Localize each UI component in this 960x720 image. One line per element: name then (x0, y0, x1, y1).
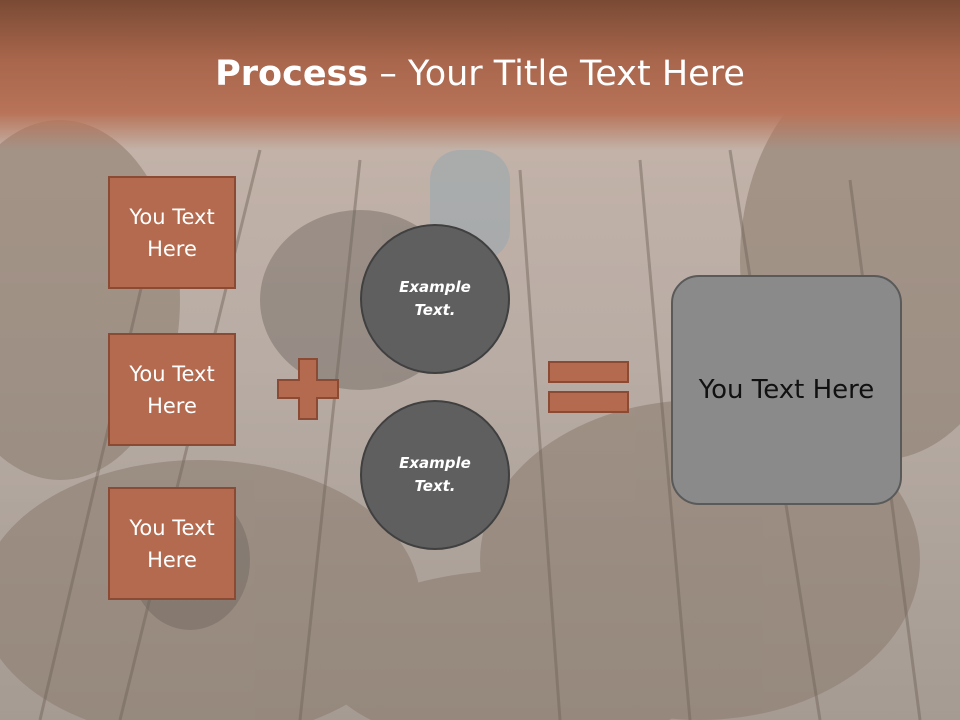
title-band (0, 0, 960, 150)
result-box: You Text Here (671, 275, 902, 505)
slide-title: Process – Your Title Text Here (0, 52, 960, 96)
plus-icon (277, 358, 339, 420)
equals-icon (548, 361, 629, 413)
text-box-1: You Text Here (108, 176, 236, 289)
example-circle-2: Example Text. (360, 400, 510, 550)
text-box-3: You Text Here (108, 487, 236, 600)
title-bold: Process (215, 54, 369, 94)
title-rest: – Your Title Text Here (368, 54, 745, 94)
text-box-2: You Text Here (108, 333, 236, 446)
example-circle-1: Example Text. (360, 224, 510, 374)
